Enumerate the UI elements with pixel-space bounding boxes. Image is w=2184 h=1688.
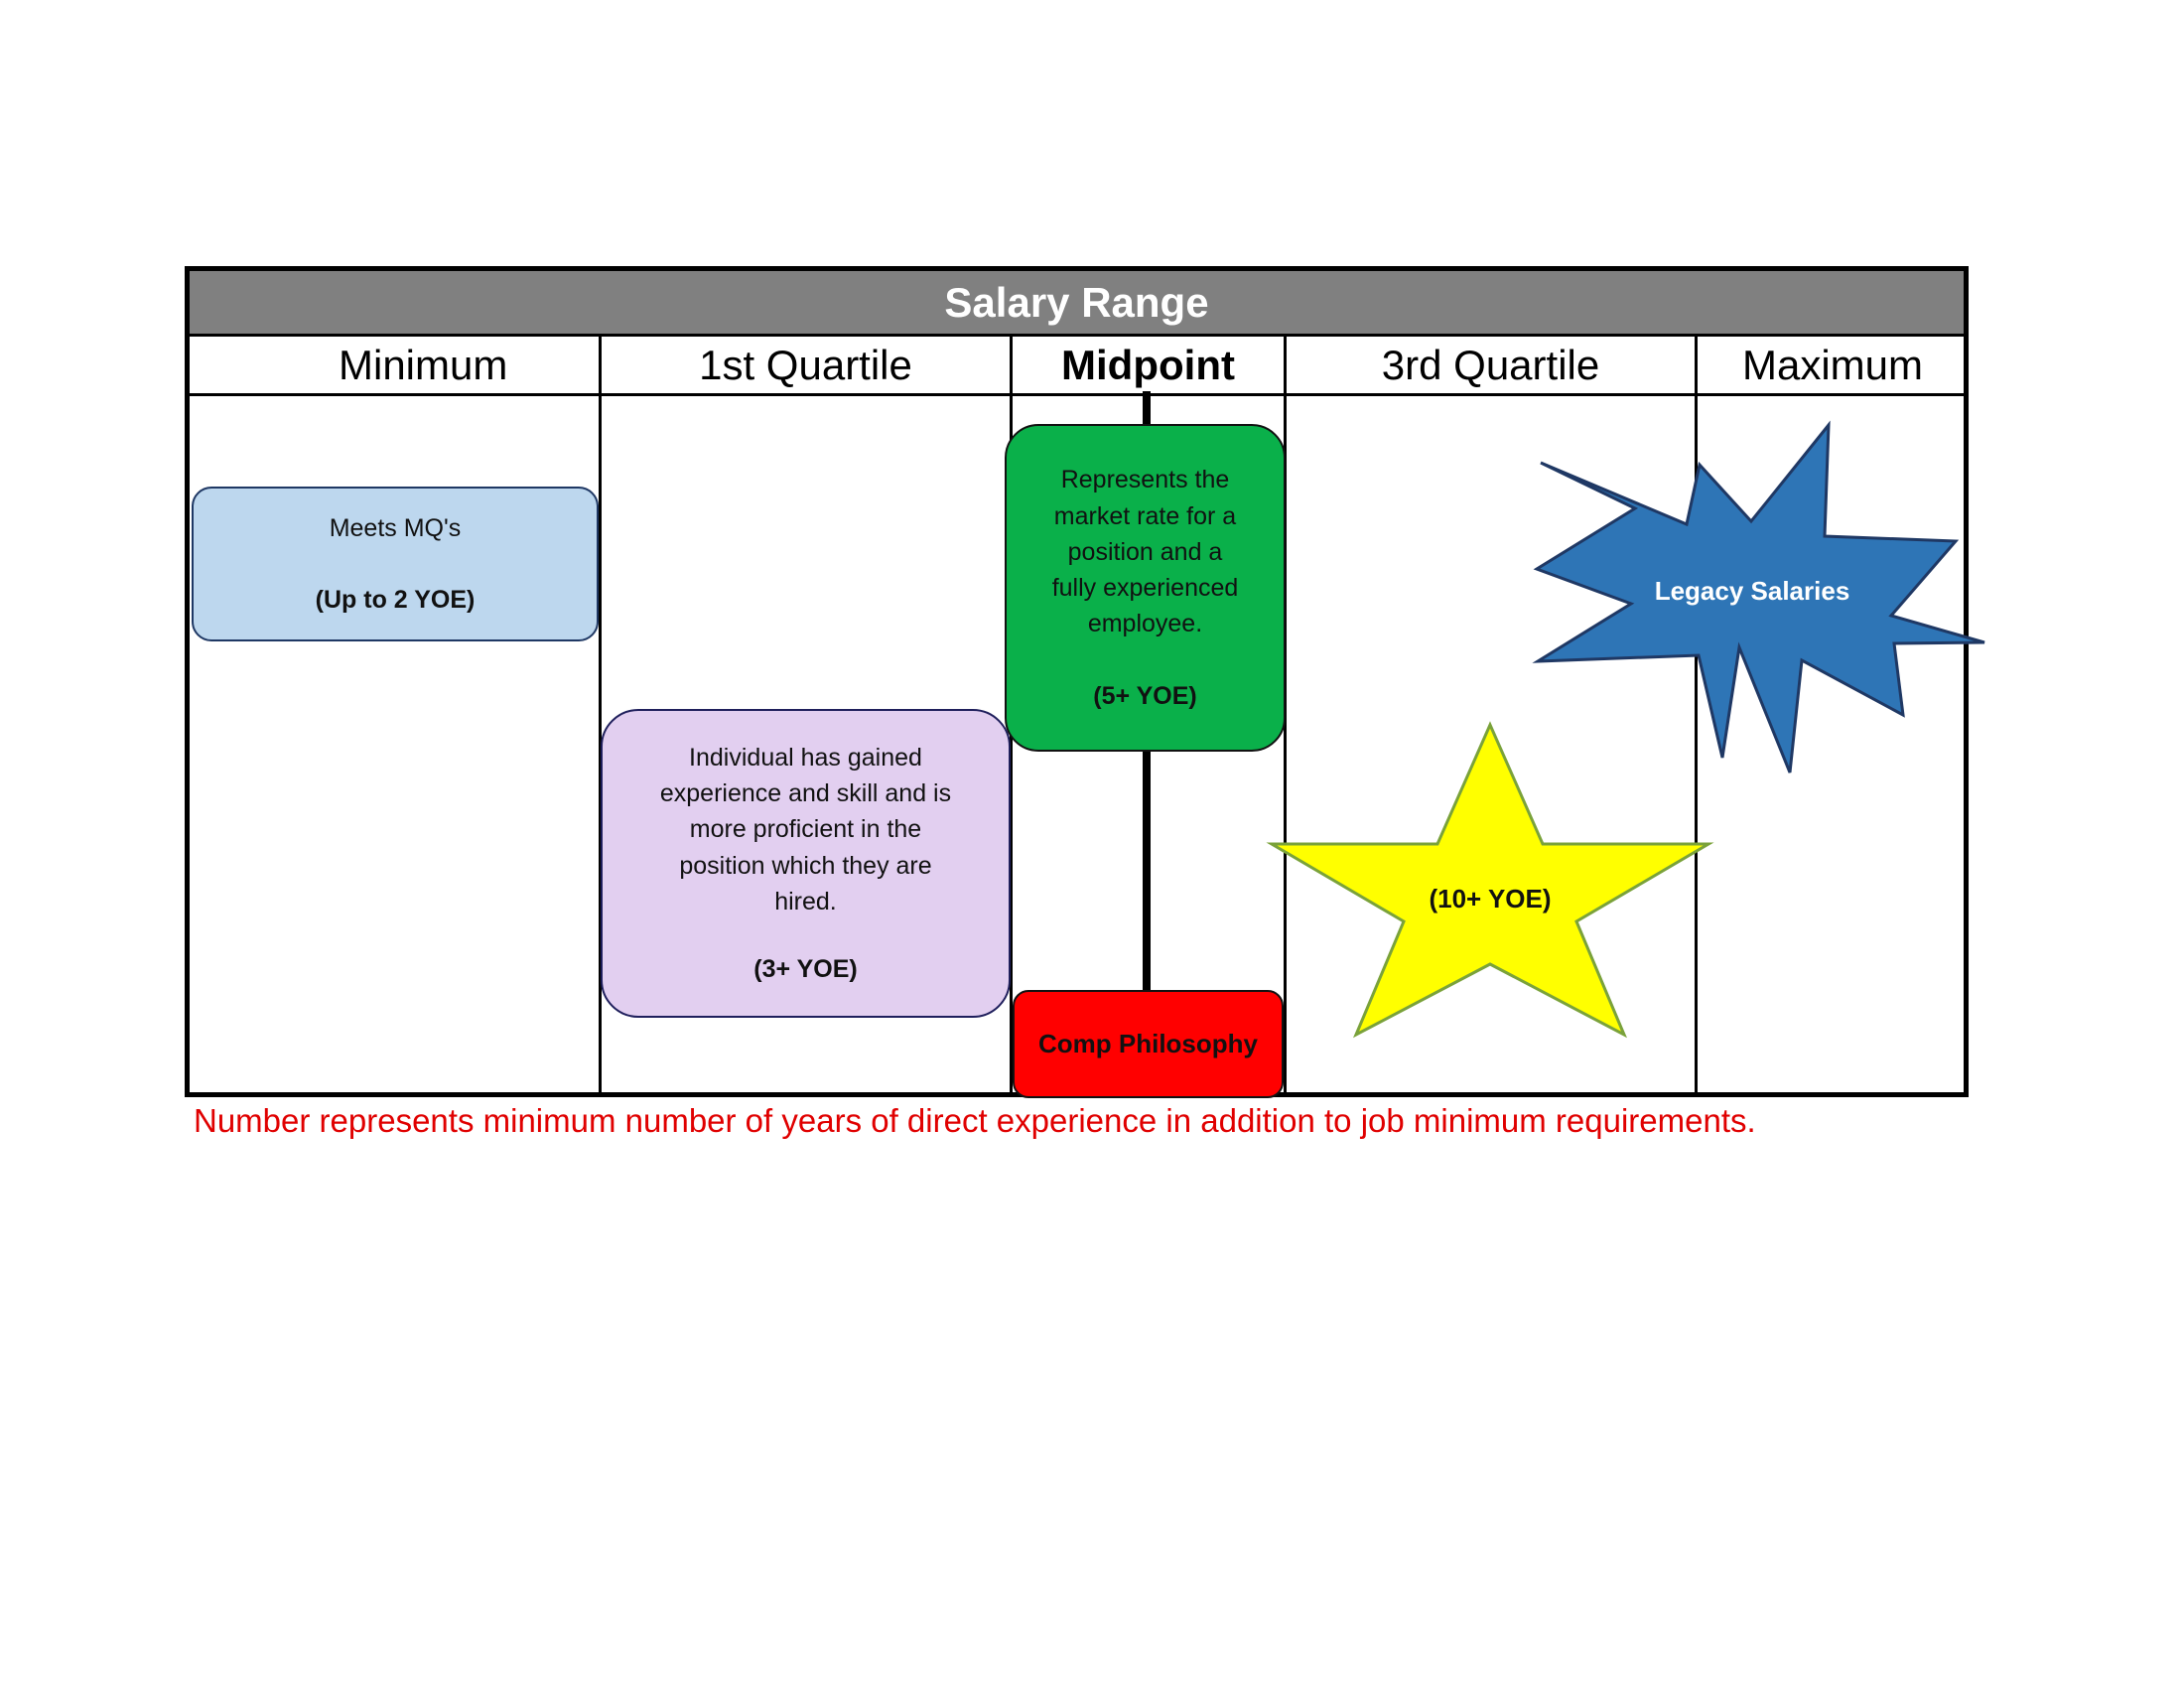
column-header-1st-quartile: 1st Quartile xyxy=(699,341,912,388)
star-label: (10+ YOE) xyxy=(1429,883,1552,914)
first-quartile-line: position which they are xyxy=(679,851,932,880)
midpoint-box: Represents the market rate for a positio… xyxy=(1005,424,1286,752)
star-icon xyxy=(1266,721,1714,1039)
midpoint-line-text: market rate for a xyxy=(1053,501,1237,530)
first-quartile-box: Individual has gained experience and ski… xyxy=(601,709,1011,1018)
midpoint-line-text: fully experienced xyxy=(1051,574,1239,602)
table-title: Salary Range xyxy=(190,271,1964,337)
column-header-minimum: Minimum xyxy=(339,341,508,388)
first-quartile-line: more proficient in the xyxy=(689,815,922,844)
burst-label: Legacy Salaries xyxy=(1654,575,1850,606)
midpoint-line-text: position and a xyxy=(1067,537,1223,566)
comp-philosophy-box: Comp Philosophy xyxy=(1013,990,1284,1098)
column-header-3rd-quartile: 3rd Quartile xyxy=(1381,341,1600,388)
column-header-midpoint: Midpoint xyxy=(1061,341,1235,388)
minimum-box-text: Meets MQ's xyxy=(329,513,462,542)
first-quartile-line: Individual has gained xyxy=(689,743,922,772)
column-header-row: Minimum 1st Quartile Midpoint 3rd Quarti… xyxy=(190,337,1964,396)
column-header-maximum: Maximum xyxy=(1742,341,1924,388)
first-quartile-line: hired. xyxy=(774,887,837,915)
minimum-box: Meets MQ's (Up to 2 YOE) xyxy=(192,487,599,641)
first-quartile-line: experience and skill and is xyxy=(659,779,952,807)
column-divider xyxy=(599,337,602,1092)
salary-range-table: Salary Range Minimum 1st Quartile Midpoi… xyxy=(185,266,1969,1097)
burst-icon xyxy=(1532,420,1985,774)
footnote: Number represents minimum number of year… xyxy=(194,1102,1756,1139)
column-divider xyxy=(1695,337,1698,1092)
first-quartile-yoe: (3+ YOE) xyxy=(753,955,858,983)
midpoint-line-text: employee. xyxy=(1087,610,1203,638)
midpoint-line-text: Represents the xyxy=(1060,466,1230,494)
comp-philosophy-label: Comp Philosophy xyxy=(1038,1028,1258,1058)
minimum-box-yoe: (Up to 2 YOE) xyxy=(315,586,476,614)
midpoint-yoe: (5+ YOE) xyxy=(1093,681,1197,710)
